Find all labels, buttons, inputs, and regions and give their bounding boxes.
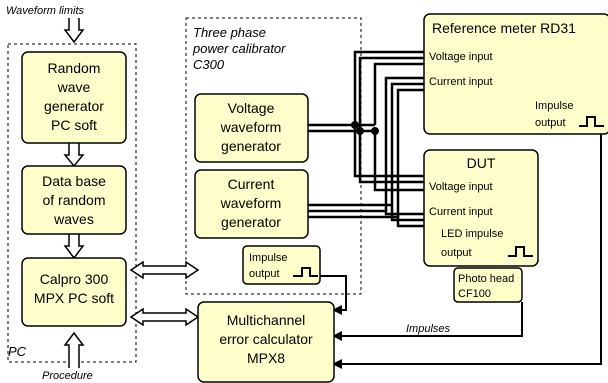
voltage-gen-line3: generator — [221, 138, 281, 154]
impulse-line-photohead — [332, 302, 523, 341]
impulse-line-reference — [332, 126, 602, 369]
procedure-label: Procedure — [42, 370, 93, 382]
reference-meter-block — [423, 13, 608, 135]
random-gen-line3: generator — [44, 98, 104, 114]
photo-head-block — [453, 267, 523, 303]
voltage-gen-line1: Voltage — [228, 100, 275, 116]
current-generator-block — [194, 169, 309, 239]
mpx8-line3: MPX8 — [247, 350, 285, 366]
voltage-generator-block — [194, 93, 309, 163]
impulse-line-calibrator — [320, 275, 347, 315]
random-generator-block — [21, 51, 127, 144]
calpro-block — [21, 257, 127, 327]
dut-block — [423, 149, 539, 267]
dut-led-line1: LED impulse — [441, 228, 503, 240]
reference-impulse-line1: Impulse — [535, 100, 574, 112]
current-gen-line1: Current — [228, 176, 275, 192]
random-gen-line4: PC soft — [51, 117, 97, 133]
impulses-label: Impulses — [406, 323, 451, 335]
mpx8-block — [197, 301, 335, 383]
double-arrow-calpro-calibrator — [129, 260, 200, 280]
hollow-arrow-procedure — [63, 331, 85, 368]
double-arrow-calpro-mpx8 — [129, 307, 200, 327]
voltage-gen-line2: waveform — [220, 119, 282, 135]
dut-led-line2: output — [441, 247, 472, 259]
database-line3: waves — [53, 211, 94, 227]
calpro-line1: Calpro 300 — [40, 271, 109, 287]
photo-head-line1: Photo head — [458, 273, 514, 285]
wiring — [308, 50, 428, 228]
database-line1: Data base — [42, 173, 106, 189]
database-block — [21, 165, 127, 235]
current-gen-line3: generator — [221, 214, 281, 230]
photo-head-line2: CF100 — [458, 288, 491, 300]
pulse-icon — [579, 116, 604, 127]
calpro-line2: MPX PC soft — [34, 290, 114, 306]
random-gen-line1: Random — [48, 60, 101, 76]
hollow-arrow-db-to-calpro — [63, 234, 85, 260]
reference-current-input: Current input — [429, 76, 493, 88]
pc-label: PC — [8, 344, 27, 359]
random-gen-line2: wave — [57, 79, 91, 95]
reference-meter-title: Reference meter RD31 — [432, 20, 576, 36]
dut-current-input: Current input — [429, 206, 493, 218]
current-gen-line2: waveform — [220, 195, 282, 211]
reference-impulse-line2: output — [535, 117, 566, 129]
hollow-arrow-gen-to-db — [63, 143, 85, 168]
database-line2: of random — [42, 192, 105, 208]
calibrator-title-line1: Three phase — [193, 25, 266, 40]
calibrator-title-line3: C300 — [193, 57, 225, 72]
pulse-icon — [293, 267, 318, 277]
pulse-icon — [508, 246, 533, 257]
dut-title: DUT — [467, 155, 496, 171]
mpx8-line2: error calculator — [219, 331, 313, 347]
calibrator-impulse-output-block — [242, 245, 321, 285]
dut-voltage-input: Voltage input — [429, 181, 493, 193]
waveform-limits-label: Waveform limits — [6, 5, 85, 17]
mpx8-line1: Multichannel — [227, 312, 306, 328]
reference-voltage-input: Voltage input — [429, 51, 493, 63]
calibrator-title-line2: power calibrator — [192, 41, 286, 56]
cal-impulse-line1: Impulse — [249, 252, 288, 264]
cal-impulse-line2: output — [249, 268, 280, 280]
hollow-arrow-waveform-limits — [63, 18, 85, 44]
